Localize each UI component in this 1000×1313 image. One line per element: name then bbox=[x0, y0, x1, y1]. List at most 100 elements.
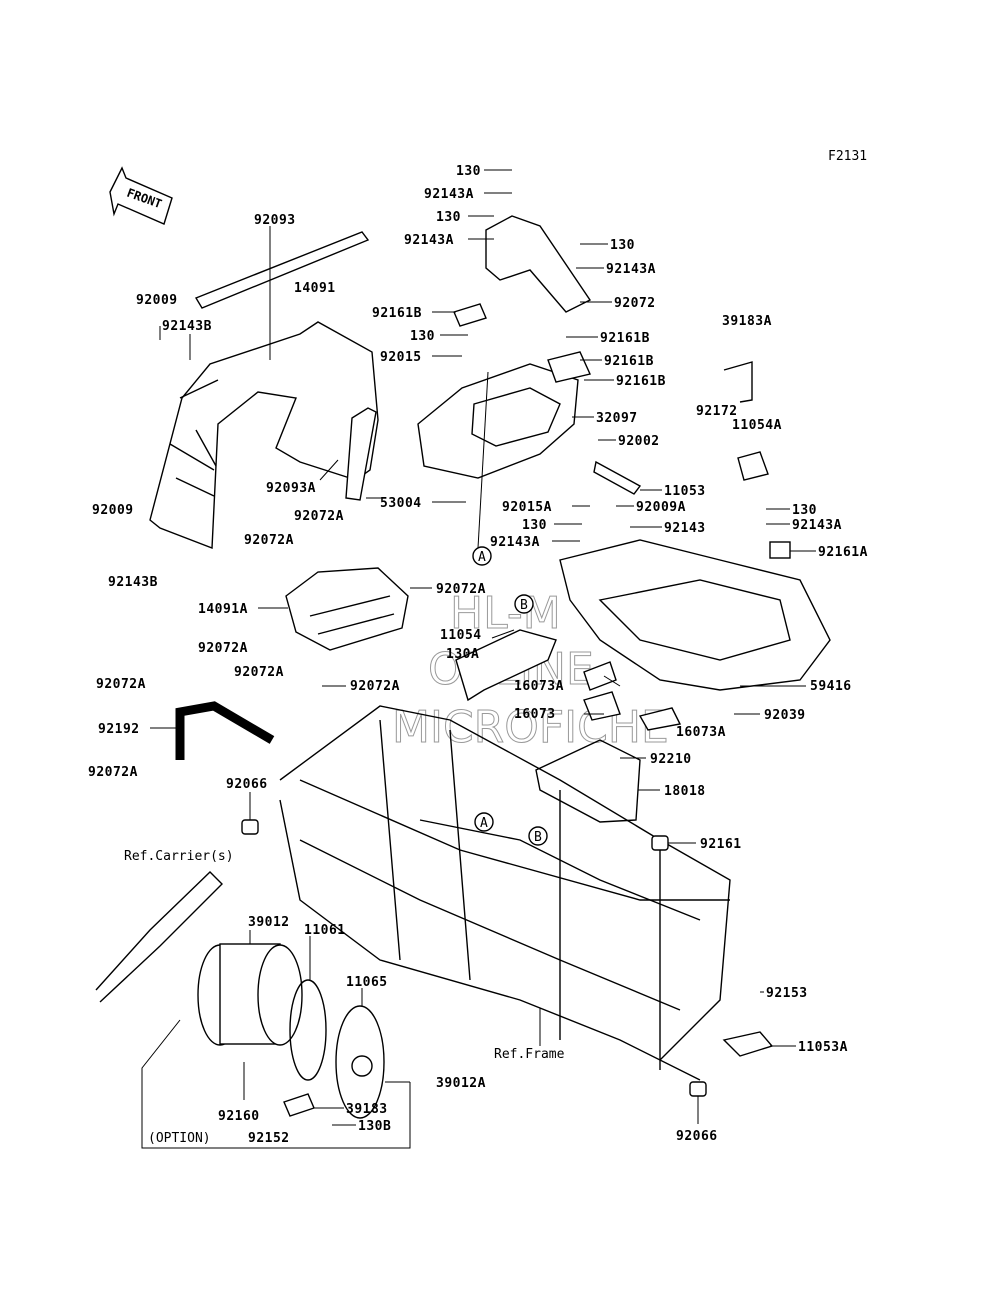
bumper-92066-2 bbox=[689, 1081, 707, 1097]
filter-39012 bbox=[197, 943, 303, 1046]
option-box bbox=[141, 1019, 411, 1149]
cover-11065 bbox=[335, 1005, 385, 1119]
bracket-11053 bbox=[593, 460, 642, 495]
main-frame bbox=[279, 705, 731, 1081]
part-label: 11061 bbox=[304, 923, 346, 938]
part-label: 11053A bbox=[798, 1040, 848, 1055]
part-label: 92143A bbox=[404, 233, 454, 248]
part-label: 14091 bbox=[294, 281, 336, 296]
tray-59416 bbox=[559, 539, 831, 691]
callout-a-top: A bbox=[472, 546, 492, 566]
part-label: 18018 bbox=[664, 784, 706, 799]
part-label: 92002 bbox=[618, 434, 660, 449]
part-label: 16073A bbox=[676, 725, 726, 740]
part-label: 92015 bbox=[380, 350, 422, 365]
option-label: (OPTION) bbox=[148, 1131, 211, 1146]
part-label: 130 bbox=[436, 210, 461, 225]
part-label: 130 bbox=[410, 329, 435, 344]
part-label: 39183A bbox=[722, 314, 772, 329]
part-label: 53004 bbox=[380, 496, 422, 511]
bracket-39183 bbox=[283, 1093, 315, 1117]
part-label: 32097 bbox=[596, 411, 638, 426]
pad-92093A bbox=[345, 407, 377, 501]
part-label: 92039 bbox=[764, 708, 806, 723]
part-label: 39012A bbox=[436, 1076, 486, 1091]
part-label: 92066 bbox=[226, 777, 268, 792]
pad-92161B-1 bbox=[453, 303, 487, 327]
part-label: 130 bbox=[522, 518, 547, 533]
part-label: 92009A bbox=[636, 500, 686, 515]
part-label: 92152 bbox=[248, 1131, 290, 1146]
svg-text:A: A bbox=[480, 816, 488, 831]
part-label: 39183 bbox=[346, 1102, 388, 1117]
part-label: 92072A bbox=[234, 665, 284, 680]
part-label: 92143A bbox=[792, 518, 842, 533]
bracket-39183A bbox=[723, 361, 753, 403]
bracket-92072 bbox=[485, 215, 592, 313]
part-label: 92093A bbox=[266, 481, 316, 496]
part-label: 92072A bbox=[96, 677, 146, 692]
pad-16073 bbox=[583, 691, 621, 721]
tray-32097 bbox=[417, 363, 579, 479]
part-label: 130 bbox=[610, 238, 635, 253]
part-label: 92153 bbox=[766, 986, 808, 1001]
strip-92093 bbox=[194, 231, 370, 309]
part-label: 92143A bbox=[490, 535, 540, 550]
part-label: 130B bbox=[358, 1119, 391, 1134]
part-label: 92072A bbox=[436, 582, 486, 597]
part-label: 92072 bbox=[614, 296, 656, 311]
front-arrow-icon: FRONT bbox=[109, 166, 173, 225]
hose-92192 bbox=[175, 701, 275, 760]
part-label: 92192 bbox=[98, 722, 140, 737]
svg-text:B: B bbox=[520, 598, 528, 613]
part-label: 92072A bbox=[294, 509, 344, 524]
part-label: 92172 bbox=[696, 404, 738, 419]
svg-text:A: A bbox=[478, 550, 486, 565]
part-label: 39012 bbox=[248, 915, 290, 930]
part-label: 92210 bbox=[650, 752, 692, 767]
part-label: 11054 bbox=[440, 628, 482, 643]
part-label: 16073A bbox=[514, 679, 564, 694]
callout-a-frame: A bbox=[474, 812, 494, 832]
part-label: 59416 bbox=[810, 679, 852, 694]
part-label: 92143B bbox=[108, 575, 158, 590]
part-label: 92161B bbox=[616, 374, 666, 389]
pad-16073A-2 bbox=[638, 707, 682, 731]
grommet-92161 bbox=[651, 835, 669, 851]
part-label: 92161B bbox=[604, 354, 654, 369]
part-label: 92015A bbox=[502, 500, 552, 515]
callout-b-top: B bbox=[514, 594, 534, 614]
block-92161A bbox=[769, 541, 791, 559]
part-label: 92143A bbox=[606, 262, 656, 277]
part-label: 11054A bbox=[732, 418, 782, 433]
part-label: 92143B bbox=[162, 319, 212, 334]
part-label: 92143 bbox=[664, 521, 706, 536]
figure-code: F2131 bbox=[828, 149, 867, 164]
ref-carrier-label: Ref.Carrier(s) bbox=[124, 849, 234, 864]
leader-lines bbox=[150, 169, 816, 1126]
part-label: 92161B bbox=[600, 331, 650, 346]
part-label: 92066 bbox=[676, 1129, 718, 1144]
carrier-ref-shape bbox=[95, 871, 223, 1003]
part-label: 130 bbox=[792, 503, 817, 518]
part-label: 92143A bbox=[424, 187, 474, 202]
callout-b-frame: B bbox=[528, 826, 548, 846]
pad-92161B-2 bbox=[547, 351, 591, 383]
part-label: 92072A bbox=[350, 679, 400, 694]
part-label: 92009 bbox=[92, 503, 134, 518]
bumper-92066 bbox=[241, 819, 259, 835]
part-label: 92160 bbox=[218, 1109, 260, 1124]
part-label: 11065 bbox=[346, 975, 388, 990]
pad-16073A bbox=[583, 661, 617, 691]
part-label: 92072A bbox=[88, 765, 138, 780]
part-label: 92161A bbox=[818, 545, 868, 560]
part-label: 130 bbox=[456, 164, 481, 179]
bracket-11054A bbox=[737, 451, 769, 481]
plate-18018 bbox=[535, 739, 641, 823]
bracket-11053A bbox=[722, 1031, 774, 1057]
part-label: 14091A bbox=[198, 602, 248, 617]
part-label: 16073 bbox=[514, 707, 556, 722]
part-label: 92093 bbox=[254, 213, 296, 228]
part-label: 92009 bbox=[136, 293, 178, 308]
part-label: 92072A bbox=[244, 533, 294, 548]
